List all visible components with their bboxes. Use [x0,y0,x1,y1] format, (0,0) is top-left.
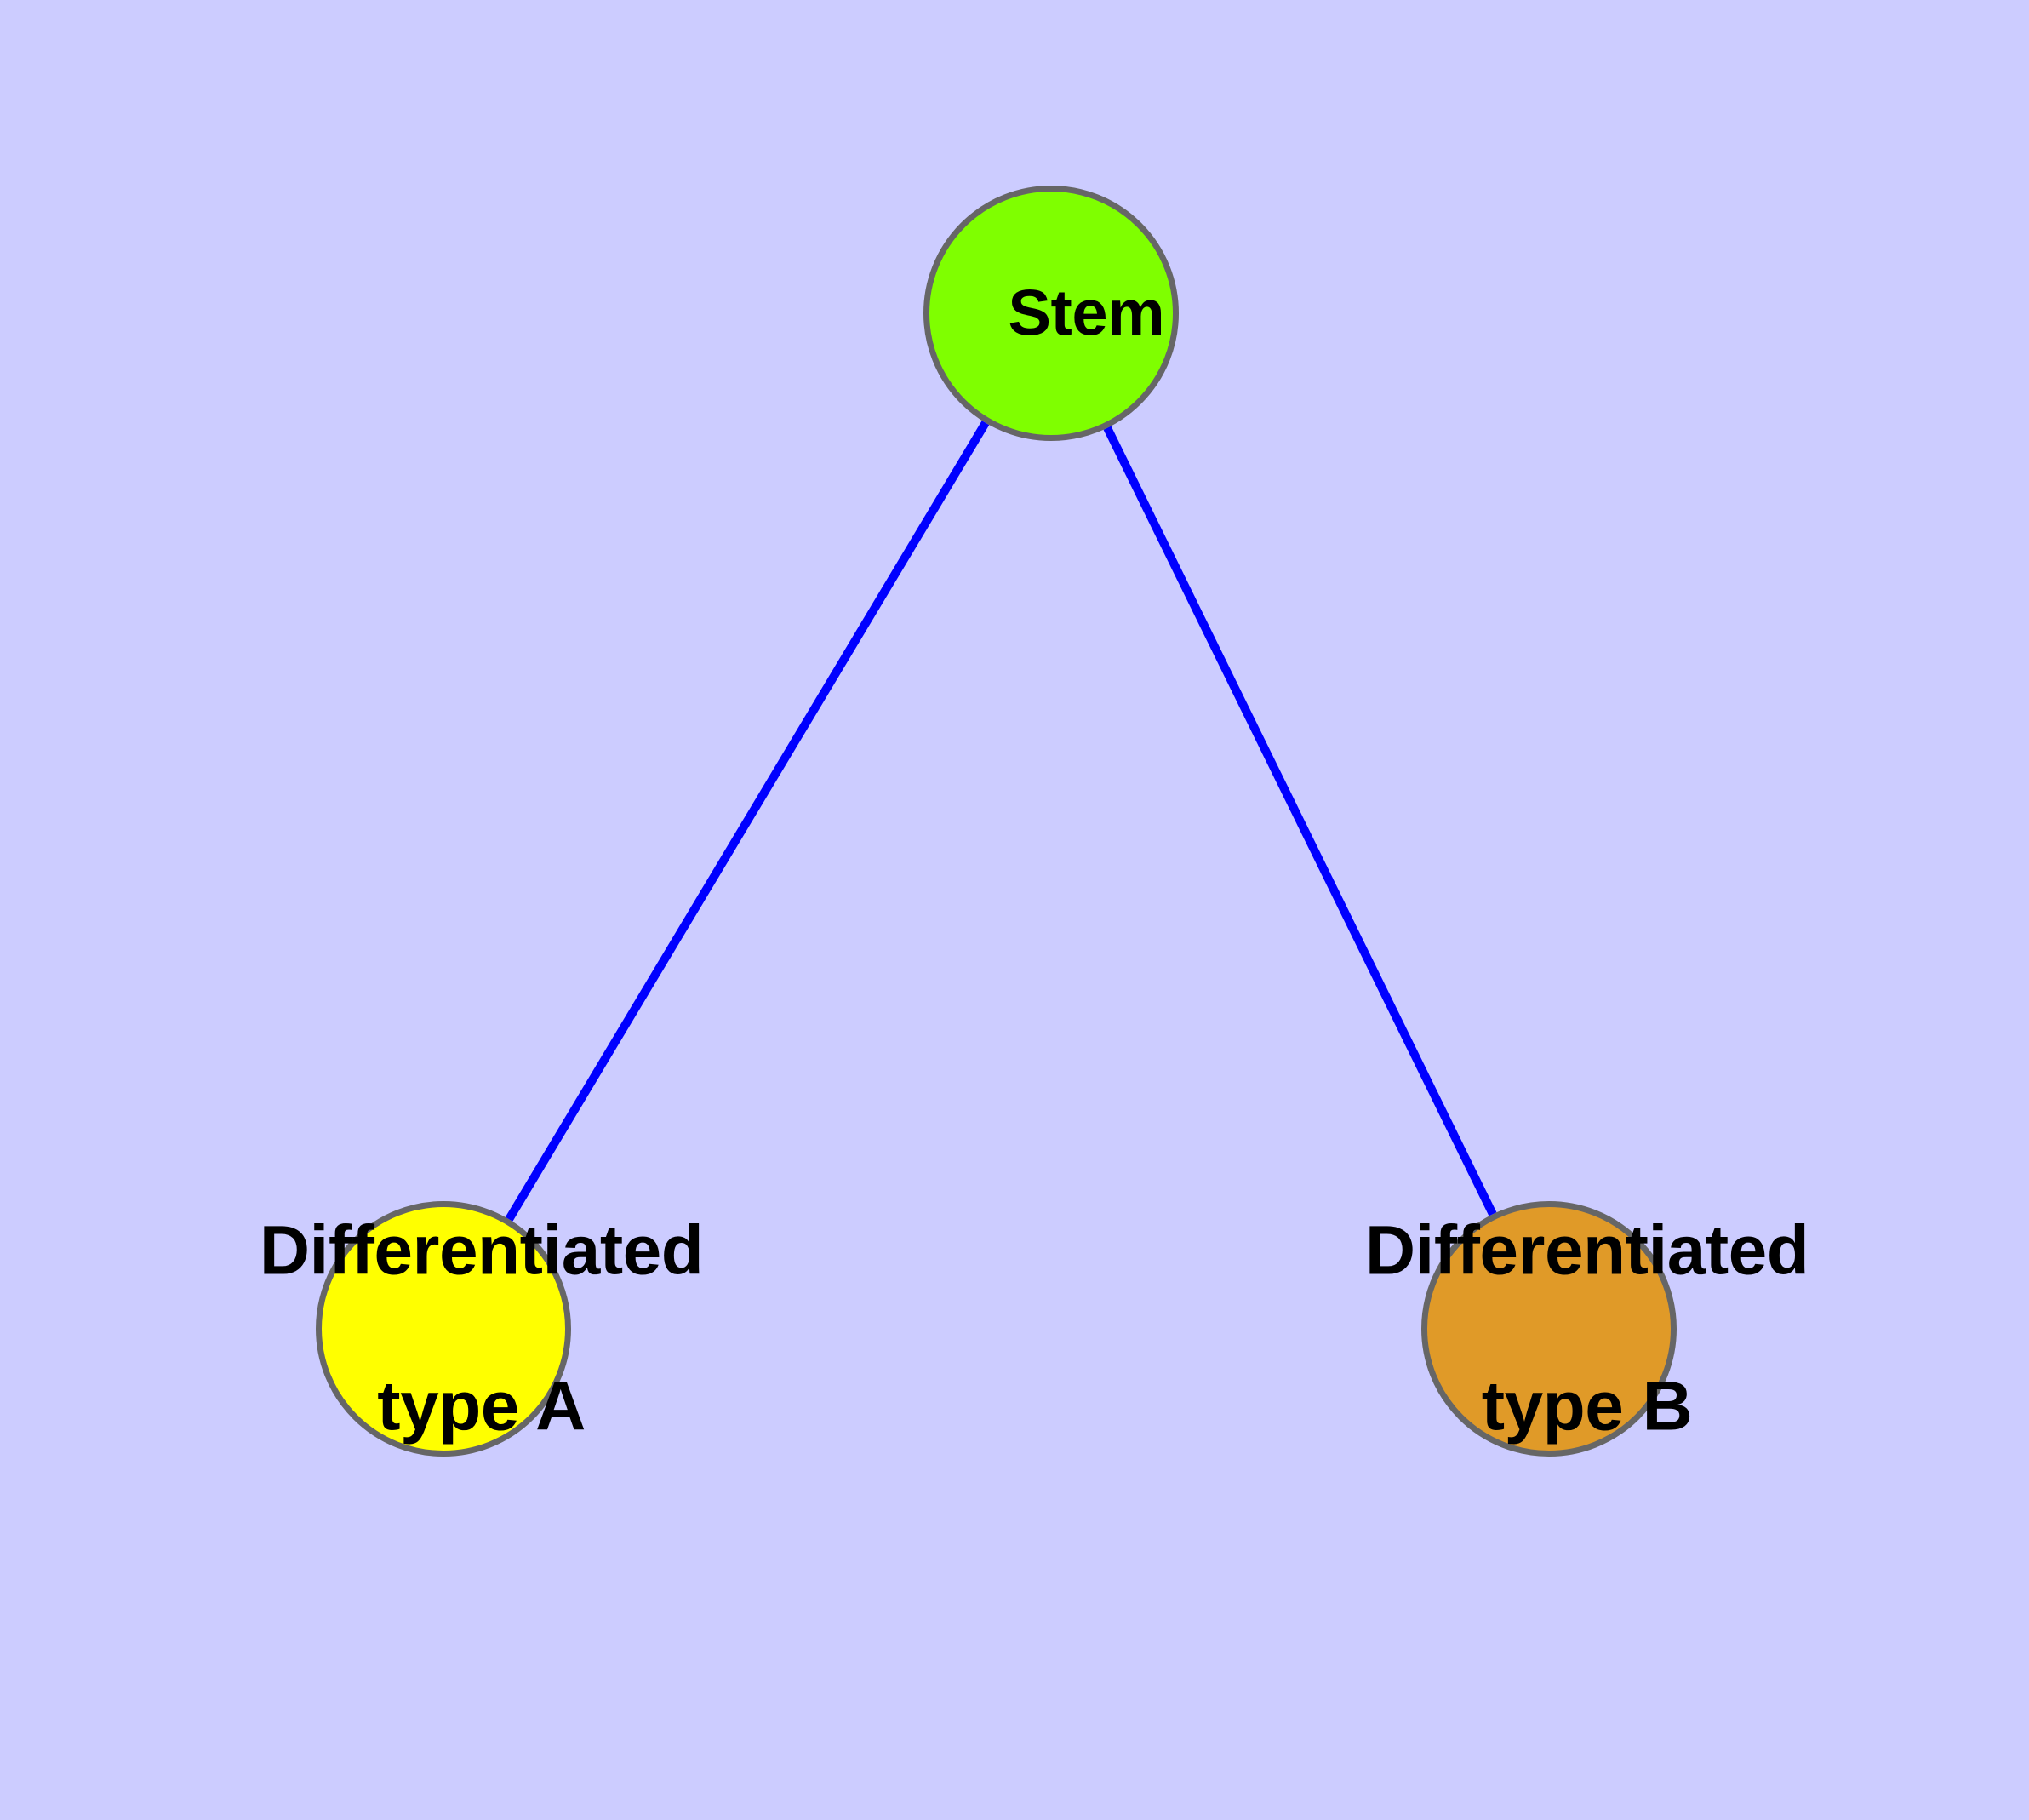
edge-layer [505,421,1497,1222]
edge-stem-to-diff-type-b[interactable] [1103,426,1497,1216]
node-diff-type-a[interactable] [316,1201,571,1457]
node-layer [316,186,1677,1457]
node-diff-type-b[interactable] [1421,1201,1677,1457]
edge-stem-to-diff-type-a[interactable] [505,421,990,1222]
node-stem[interactable] [923,186,1179,441]
